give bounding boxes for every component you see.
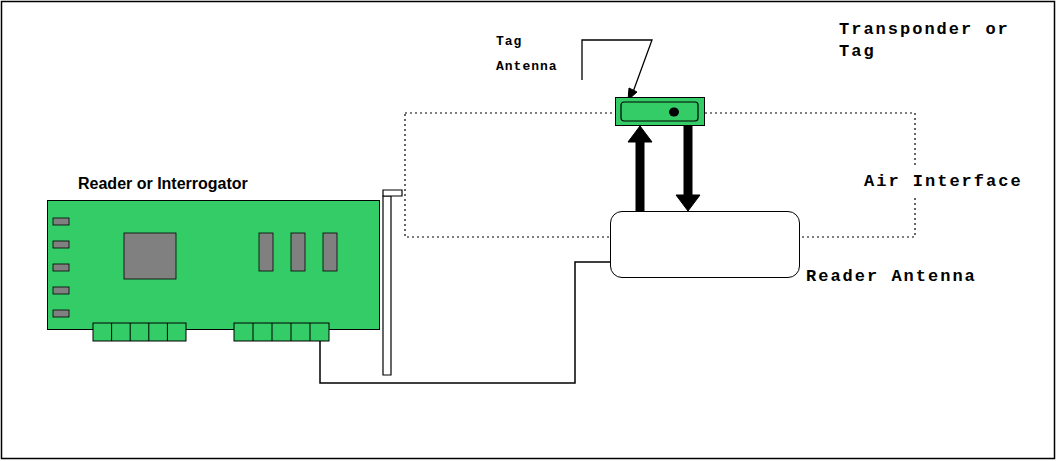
reader-label: Reader or Interrogator (78, 174, 358, 195)
card-pad (53, 241, 69, 248)
tag-antenna-label: Tag Antenna (494, 30, 580, 79)
card-details (48, 201, 381, 331)
tag-antenna-loop (621, 102, 698, 121)
signal-arrow (676, 126, 700, 211)
connector-pin (130, 323, 131, 341)
connector-pin (253, 323, 254, 341)
connector-pin (111, 323, 112, 341)
card-connector (93, 323, 186, 341)
card-component (323, 233, 337, 271)
tag-label: Transponder or Tag (839, 19, 1029, 63)
card-pad (53, 264, 69, 271)
connector-pin (291, 323, 292, 341)
connector-pin (272, 323, 273, 341)
card-connector (234, 323, 329, 341)
connector-line (684, 126, 693, 196)
arrowhead (676, 195, 700, 211)
connector-pin (167, 323, 168, 341)
bracket-tab (383, 190, 402, 196)
card-pad (53, 287, 69, 294)
connector-line (636, 141, 645, 211)
card-pad (53, 310, 69, 317)
tag-details (616, 98, 706, 127)
connector-pin (148, 323, 149, 341)
antenna-label: Reader Antenna (806, 266, 1046, 288)
card-chip (124, 233, 176, 279)
connector-pin (310, 323, 311, 341)
card-pad (53, 218, 69, 225)
card-bracket (383, 196, 391, 375)
leader-line (582, 40, 652, 92)
air-interface-label: Air Interface (862, 166, 1025, 198)
tag-chip (669, 108, 679, 117)
signal-arrow (628, 126, 652, 211)
reader-card: Reader or Interrogator (47, 200, 380, 330)
tag-box: Transponder or Tag (615, 97, 705, 126)
card-component (259, 233, 273, 271)
card-component (291, 233, 305, 271)
arrowhead (628, 126, 652, 142)
reader-antenna-box: Reader Antenna (610, 211, 800, 278)
